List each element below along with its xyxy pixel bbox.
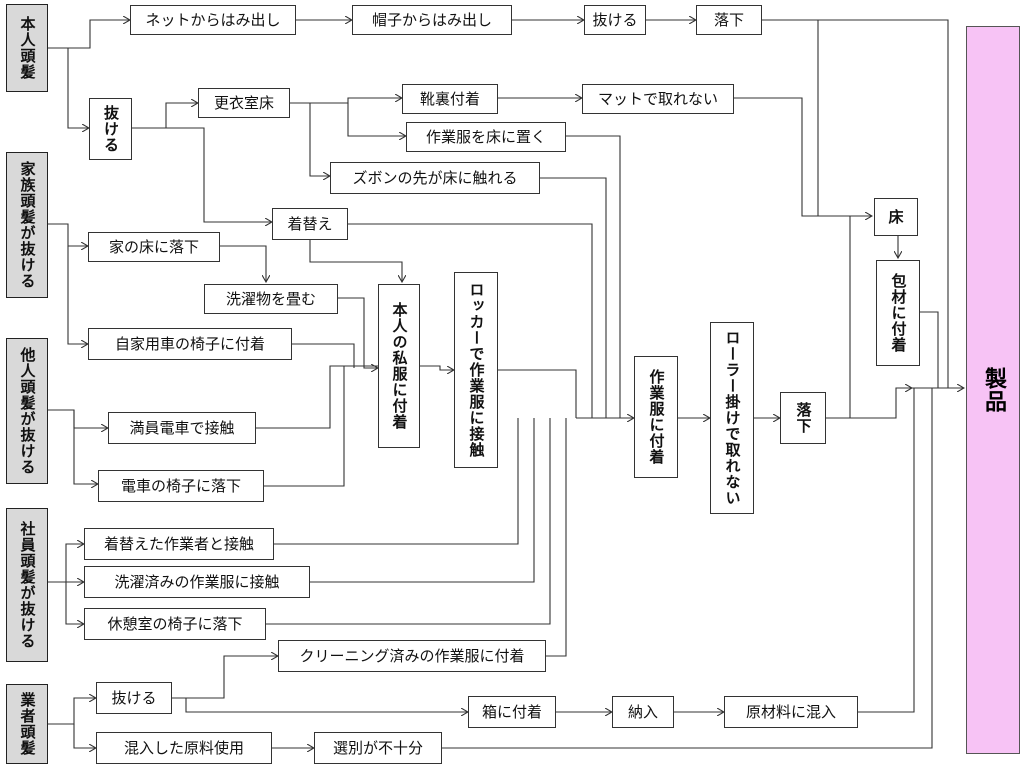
- source-self-hair: 本人頭髪: [6, 4, 48, 92]
- node-break-chair: 休憩室の椅子に落下: [84, 608, 266, 640]
- node-sorting-insufficient: 選別が不十分: [314, 732, 442, 764]
- node-net-out: ネットからはみ出し: [130, 5, 296, 35]
- node-raw-mix: 原材料に混入: [724, 696, 858, 728]
- node-delivery: 納入: [612, 696, 674, 728]
- node-car-seat: 自家用車の椅子に付着: [88, 328, 292, 360]
- node-private-clothes: 本人の私服に付着: [378, 284, 420, 448]
- node-changing: 着替え: [272, 208, 348, 240]
- node-uniform-attach: 作業服に付着: [634, 356, 678, 478]
- product-box: 製品: [966, 26, 1020, 754]
- source-other-hair: 他人頭髪が抜ける: [6, 338, 48, 484]
- node-roller-fail: ローラー掛けで取れない: [710, 322, 754, 514]
- source-family-hair: 家族頭髪が抜ける: [6, 152, 48, 298]
- node-trouser-hem: ズボンの先が床に触れる: [330, 162, 540, 194]
- node-cleaned-uniform: クリーニング済みの作業服に付着: [278, 640, 546, 672]
- node-mat-fail: マットで取れない: [582, 84, 734, 114]
- node-folding-laundry: 洗濯物を畳む: [204, 284, 338, 314]
- node-falls-out-top: 抜ける: [584, 5, 646, 35]
- node-home-floor: 家の床に落下: [88, 232, 220, 262]
- node-vendor-falls-out: 抜ける: [96, 682, 172, 714]
- node-falls-out: 抜ける: [89, 98, 132, 160]
- node-shoe-sole: 靴裏付着: [402, 84, 498, 114]
- node-box-attach: 箱に付着: [468, 696, 556, 728]
- node-washed-uniform: 洗濯済みの作業服に接触: [84, 566, 310, 598]
- source-employee-hair: 社員頭髪が抜ける: [6, 508, 48, 662]
- node-drop-mid: 落下: [780, 392, 826, 444]
- node-packaging: 包材に付着: [876, 260, 920, 366]
- source-vendor-hair: 業者頭髪: [6, 684, 48, 764]
- node-crowded-train: 満員電車で接触: [108, 412, 256, 444]
- node-hat-out: 帽子からはみ出し: [352, 5, 512, 35]
- node-mixed-material: 混入した原料使用: [96, 732, 272, 764]
- node-locker-contact: ロッカーで作業服に接触: [454, 272, 498, 468]
- node-train-seat: 電車の椅子に落下: [98, 470, 264, 502]
- node-changed-worker: 着替えた作業者と接触: [84, 528, 274, 560]
- node-changing-floor: 更衣室床: [198, 88, 290, 118]
- node-uniform-on-floor: 作業服を床に置く: [406, 122, 566, 152]
- node-floor: 床: [874, 198, 918, 236]
- node-drop-top: 落下: [696, 5, 762, 35]
